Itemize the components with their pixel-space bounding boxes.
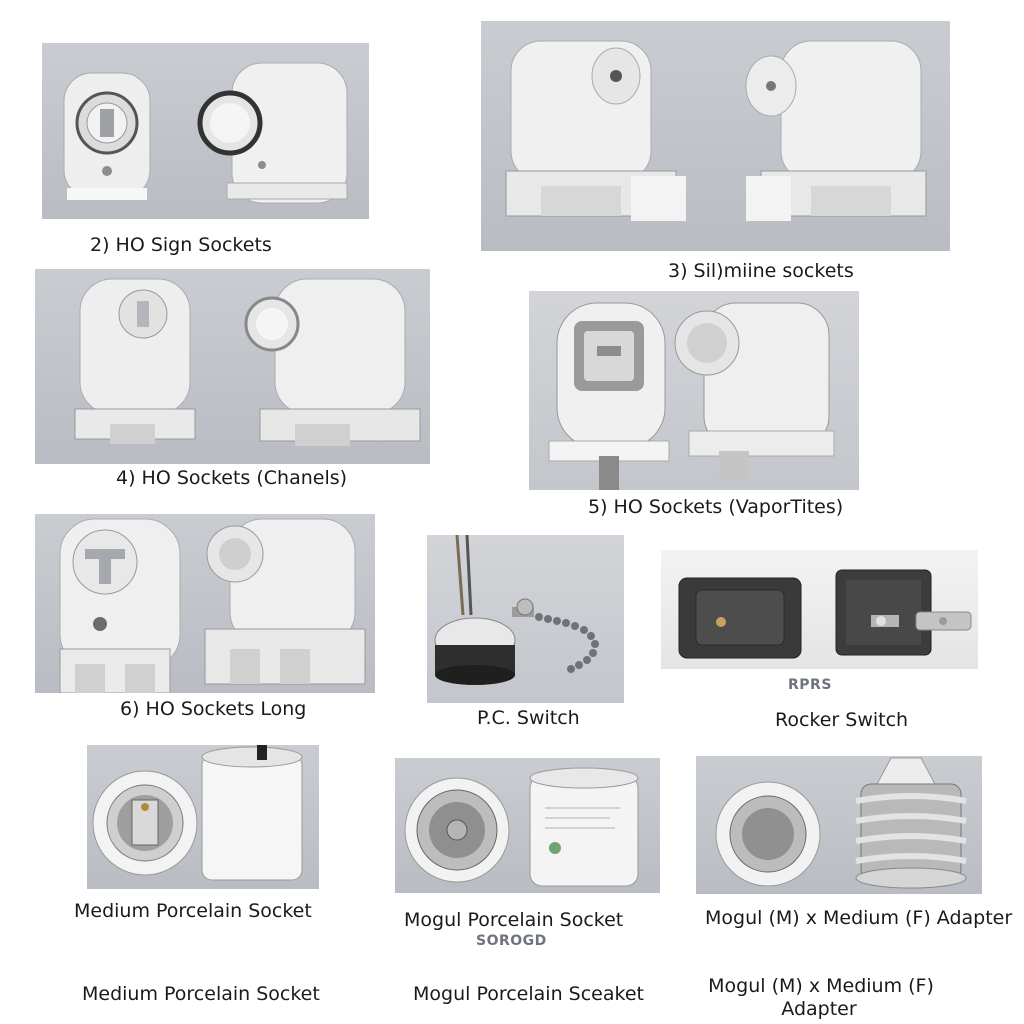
pc-switch-caption: P.C. Switch [477,707,580,729]
mogul-porcelain-socket-caption: Mogul Porcelain Socket [404,909,624,931]
medium-porcelain-socket-photo [87,745,319,889]
ho-sockets-channels-photo [35,269,430,464]
ho-sockets-long-photo [35,514,375,693]
ho-sockets-channels-caption: 4) HO Sockets (Chanels) [116,467,348,489]
ho-sockets-vaportites-photo [529,291,859,490]
mogul-medium-adapter-caption-2: Mogul (M) x Medium (F) Adapter [705,975,937,1021]
rocker-switch-photo [661,550,978,669]
slimline-sockets-caption: 3) Sil)miine sockets [668,260,854,282]
mogul-porcelain-code: SOROGD [476,933,547,949]
medium-porcelain-socket-caption-2: Medium Porcelain Socket [82,983,320,1005]
pc-switch-photo [427,535,624,703]
mogul-medium-adapter-photo [696,756,982,894]
slimline-sockets-photo [481,21,950,251]
mogul-medium-adapter-caption-2-line2: Adapter [781,997,857,1020]
ho-sockets-vaportites-caption: 5) HO Sockets (VaporTites) [588,496,844,518]
rocker-switch-code: RPRS [788,677,832,693]
ho-sockets-long-caption: 6) HO Sockets Long [120,698,307,720]
ho-sign-sockets-caption: 2) HO Sign Sockets [90,234,272,256]
mogul-porcelain-socket-photo [395,758,660,893]
ho-sign-sockets-photo [42,43,369,219]
mogul-medium-adapter-caption-2-line1: Mogul (M) x Medium (F) [708,975,934,997]
rocker-switch-caption: Rocker Switch [775,709,909,731]
medium-porcelain-socket-caption: Medium Porcelain Socket [74,900,312,922]
mogul-porcelain-socket-caption-2: Mogul Porcelain Sceaket [413,983,644,1005]
mogul-medium-adapter-caption: Mogul (M) x Medium (F) Adapter [705,907,1013,929]
